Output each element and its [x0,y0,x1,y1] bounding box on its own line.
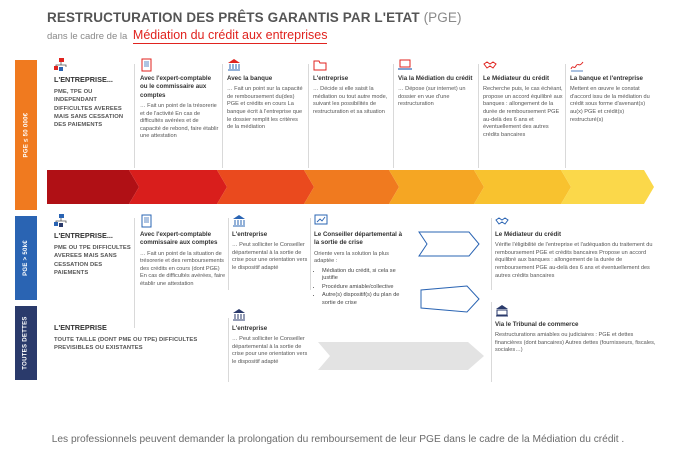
row1-col-expert: Avec l'expert-comptable ou le commissair… [140,58,220,141]
row2-entreprise-head: L'ENTREPRISE... [54,231,113,240]
row1-avenant-body: Mettent en œuvre le constat d'accord iss… [570,86,650,123]
row1-entreprise-body: PME, TPE OU INDEPENDANT DIFFICULTES AVER… [54,88,124,129]
row1-label-text: PGE ≤ 50 000€ [23,112,30,158]
row2-col-entreprise: L'ENTREPRISE... PME OU TPE DIFFICULTES A… [54,214,132,277]
courthouse-icon [496,305,508,317]
hierarchy-icon [54,214,67,227]
subtitle-highlight: Médiation du crédit aux entreprises [132,28,328,44]
chevron-step-1 [47,170,139,204]
row2-entreprise-csc-head: L'entreprise [232,231,268,238]
chevron-step-6 [474,170,571,204]
diagram-subtitle: dans le cadre de la Médiation du crédit … [47,28,328,44]
row2-conseiller-head: Le Conseiller départemental à la sortie … [314,231,403,247]
chevron-step-5 [389,170,484,204]
signature-icon [570,61,584,72]
row3-col-tribunal: Via le Tribunal de commerce Restructurat… [495,304,659,355]
chevron-step-3 [217,170,314,204]
row3-label-text: TOUTES DETTES [23,316,29,370]
title-paren: (PGE) [423,10,462,25]
row2-side-label: PGE > 50k€ [15,216,37,300]
bank-icon [228,59,240,71]
row1-banque-body: … Fait un point sur la capacité de rembo… [227,86,303,131]
arrow-gray-to-tribunal [318,342,484,370]
row1-banque-head: Avec la banque [227,75,273,82]
row2-conseiller-body: Oriente vers la solution la plus adaptée… [314,250,389,265]
row2-col-expert: Avec l'expert-comptable commissaire aux … [140,214,226,288]
row1-saisine-head: Via la Médiation du crédit [398,75,473,82]
arrow-to-tribunal-lower [420,285,480,313]
bank-icon [233,309,245,321]
list-item: Autre(s) dispositif(s) du plan de sortie… [322,292,404,307]
laptop-icon [398,59,412,70]
row3-entreprise-body: TOUTE TAILLE (DONT PME OU TPE) DIFFICULT… [54,336,198,352]
row3-entreprise-head: L'ENTREPRISE [54,323,107,332]
row1-entreprise-head: L'ENTREPRISE... [54,75,113,84]
chart-board-icon [314,214,328,225]
row1-avenant-head: La banque et l'entreprise [570,75,643,82]
row2-expert-body: … Fait un point de la situation de tréso… [140,250,226,287]
row3-col-entreprise-csc: L'entreprise … Peut solliciter le Consei… [232,308,308,367]
handshake-icon [483,61,497,69]
row2-col-conseiller: Le Conseiller départemental à la sortie … [314,214,404,309]
handshake-icon [495,217,509,225]
row2-entreprise-csc-body: … Peut solliciter le Conseiller départem… [232,242,308,271]
row2-conseiller-list: Médiation du crédit, si cela se justifie… [314,268,404,308]
hierarchy-icon [54,58,67,71]
row1-col-mediateur: Le Médiateur du crédit Recherche puis, l… [483,58,563,139]
row1-side-label: PGE ≤ 50 000€ [15,60,37,210]
list-item: Médiation du crédit, si cela se justifie [322,268,404,283]
process-chevron-band [47,170,654,204]
document-icon [141,58,152,72]
row1-col-avenant: La banque et l'entreprise Mettent en œuv… [570,58,656,124]
row3-tribunal-body: Restructurations amiables ou judiciaires… [495,332,656,354]
title-main: RESTRUCTURATION DES PRÊTS GARANTIS PAR L… [47,10,420,25]
document-icon [141,214,152,228]
subtitle-prefix: dans le cadre de la [47,31,128,42]
diagram-title: RESTRUCTURATION DES PRÊTS GARANTIS PAR L… [47,10,462,25]
row1-decision-body: … Décide si elle saisit la médiation ou … [313,86,388,115]
row1-mediateur-head: Le Médiateur du crédit [483,75,550,82]
row1-mediateur-body: Recherche puis, le cas échéant, propose … [483,86,563,138]
row3-entreprise-csc-body: … Peut solliciter le Conseiller départem… [232,336,308,365]
figure-caption: Les professionnels peuvent demander la p… [51,434,625,445]
bank-icon [233,215,245,227]
row3-col-entreprise: L'ENTREPRISE TOUTE TAILLE (DONT PME OU T… [54,306,224,353]
row2-entreprise-body: PME OU TPE DIFFICULTES AVEREES MAIS SANS… [54,244,131,277]
row1-col-banque: Avec la banque … Fait un point sur la ca… [227,58,305,132]
chevron-step-2 [129,170,227,204]
row2-label-text: PGE > 50k€ [23,240,30,276]
arrow-to-mediateur-upper [418,231,480,257]
row1-decision-head: L'entreprise [313,75,349,82]
list-item: Procédure amiable/collective [322,284,404,292]
row1-saisine-body: … Dépose (sur internet) un dossier en vu… [398,86,466,108]
folder-icon [313,60,327,71]
row1-col-entreprise: L'ENTREPRISE... PME, TPE OU INDEPENDANT … [54,58,132,130]
row2-col-entreprise-csc: L'entreprise … Peut solliciter le Consei… [232,214,308,273]
row2-mediateur-body: Vérifie l'éligibilité de l'entreprise et… [495,242,653,279]
row1-expert-head: Avec l'expert-comptable ou le commissair… [140,75,212,99]
row3-side-label: TOUTES DETTES [15,306,37,380]
chevron-step-7 [561,170,654,204]
row1-col-decision: L'entreprise … Décide si elle saisit la … [313,58,391,117]
row2-mediateur-head: Le Médiateur du crédit [495,231,562,238]
row2-col-mediateur: Le Médiateur du crédit Vérifie l'éligibi… [495,214,659,280]
row1-expert-body: … Fait un point de la trésorerie et de l… [140,103,219,140]
row3-entreprise-csc-head: L'entreprise [232,325,268,332]
row2-expert-head: Avec l'expert-comptable commissaire aux … [140,231,218,247]
row1-col-saisine: Via la Médiation du crédit … Dépose (sur… [398,58,476,109]
chevron-step-4 [304,170,399,204]
row3-tribunal-head: Via le Tribunal de commerce [495,321,579,328]
